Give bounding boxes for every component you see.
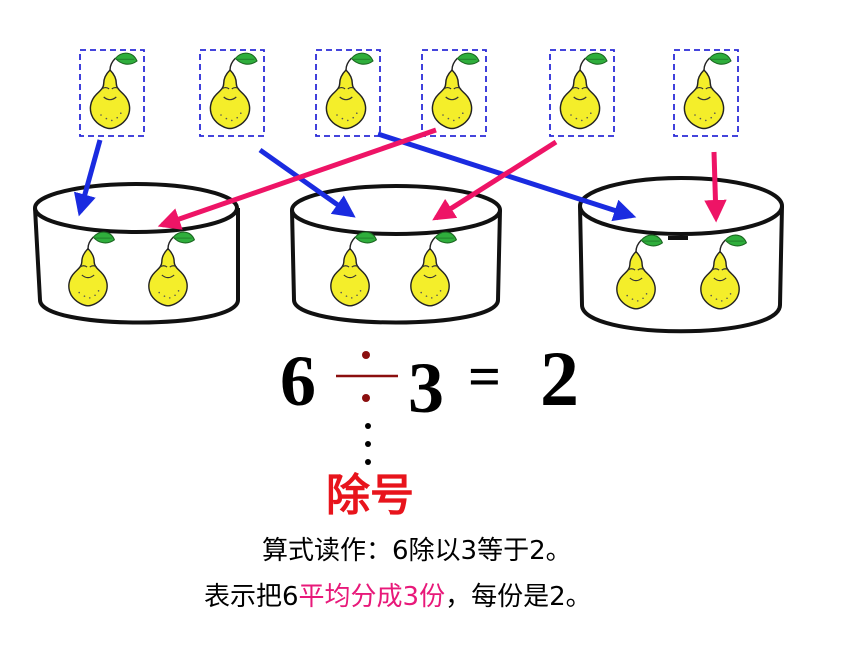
pear-frame-6: [673, 49, 739, 137]
pear-frame-4: [421, 49, 487, 137]
meaning-line: 表示把6平均分成3份，每份是2。: [204, 584, 592, 610]
meaning-highlight: 平均分成3份: [298, 582, 446, 612]
pear-icon: [325, 52, 374, 130]
pear-frame-5: [549, 49, 615, 137]
dividend: 6: [280, 341, 316, 421]
equals-sign: =: [468, 344, 502, 409]
meaning-before: 表示把6: [204, 582, 299, 612]
arrow-icon: [432, 139, 558, 221]
arrow-icon: [258, 147, 356, 218]
pear-frame-3: [315, 49, 381, 137]
division-sign: [336, 351, 398, 465]
pear-icon: [559, 52, 608, 130]
division-sign-label: 除号: [326, 470, 414, 521]
bowl-2: [290, 184, 502, 325]
pear-frame-1: [79, 49, 145, 137]
pear-icon: [431, 52, 480, 130]
arrow-icon: [73, 139, 103, 217]
pear-row: [79, 49, 739, 137]
pear-icon: [209, 52, 258, 130]
reading-line: 算式读作：6除以3等于2。: [262, 536, 572, 566]
pear-icon: [89, 52, 138, 130]
pear-icon: [683, 52, 732, 130]
arrow-icon: [157, 127, 437, 230]
pear-frame-2: [199, 49, 265, 137]
distribution-arrows: [73, 127, 727, 230]
arrow-icon: [704, 151, 727, 223]
bowl-3: [578, 176, 784, 334]
meaning-after: ，每份是2。: [445, 582, 592, 612]
quotient: 2: [540, 335, 579, 422]
divisor: 3: [408, 348, 444, 428]
bowl-1: [33, 182, 240, 325]
